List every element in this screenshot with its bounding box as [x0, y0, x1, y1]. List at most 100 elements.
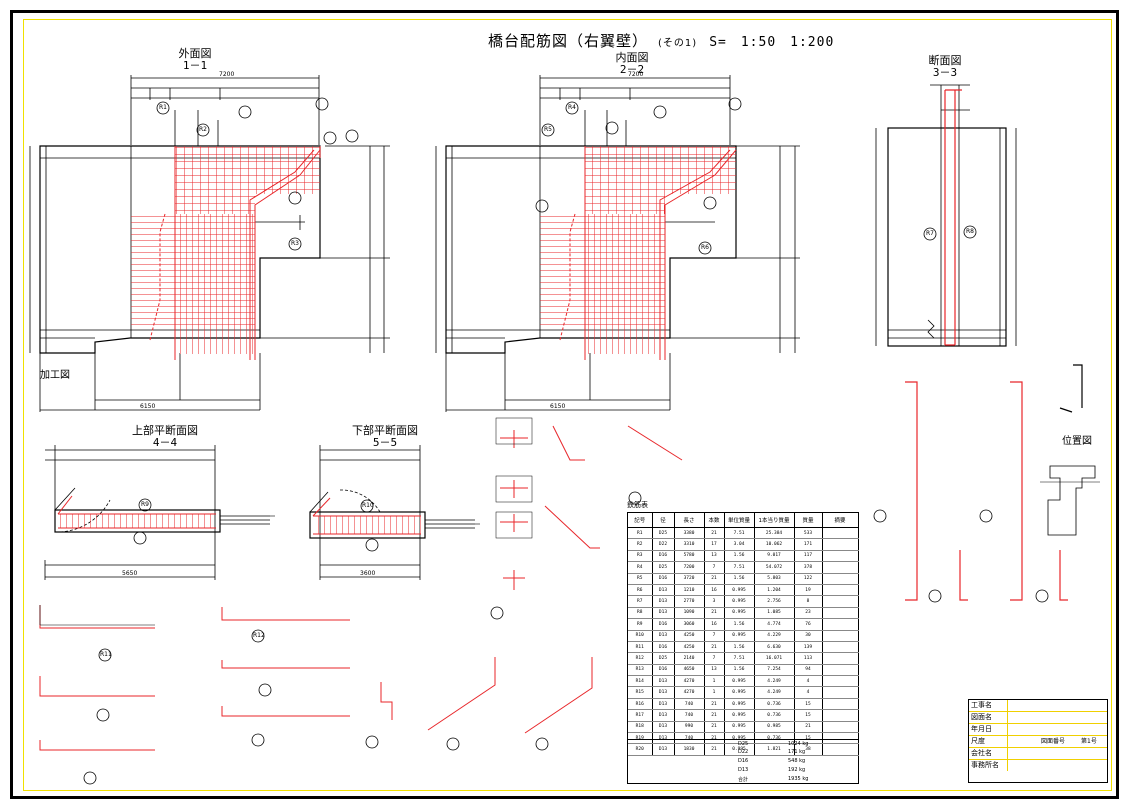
bbs-cell: 5.803 — [754, 573, 795, 585]
bbs-header: 記号 — [628, 513, 653, 528]
bbs-cell: 15 — [794, 732, 823, 745]
tb-key: 工事名 — [971, 701, 992, 709]
bbs-cell: 7200 — [674, 561, 705, 574]
bbs-cell: 0.995 — [724, 721, 755, 734]
outer-bottom-dim: 6150 — [140, 403, 156, 410]
bbs-total-value: 192 kg — [788, 767, 806, 773]
bbs-cell — [822, 664, 859, 677]
bbs-cell: 5780 — [674, 550, 705, 563]
bbs-cell: D16 — [652, 641, 675, 654]
outer-view-name: 外面図 — [178, 47, 212, 60]
bar-shapes — [39, 417, 683, 751]
bbs-cell — [822, 595, 859, 608]
tb-row: 事務所名 — [969, 760, 1107, 772]
bbs-cell: 21 — [704, 641, 725, 654]
bbs-cell: 0.995 — [724, 698, 755, 711]
bbs-cell: 21 — [704, 573, 725, 585]
outer-top-dim: 7200 — [219, 71, 235, 78]
bbs-cell — [822, 675, 859, 688]
mark-r8: R8 — [966, 228, 974, 235]
bbs-cell: 23 — [794, 607, 823, 620]
tb-row: 会社名 — [969, 748, 1107, 760]
title-text: 橋台配筋図（右翼壁） — [488, 32, 649, 50]
bbs-cell: 740 — [674, 709, 705, 722]
bbs-cell: 3060 — [674, 618, 705, 631]
bbs-cell: 15 — [794, 698, 823, 711]
title-subtitle: (その1) — [658, 38, 698, 49]
bbs-cell: 3 — [704, 595, 725, 608]
mark-r3: R3 — [291, 240, 299, 247]
right-shapes — [905, 364, 1100, 601]
bbs-cell: 0.995 — [724, 743, 755, 756]
bbs-cell: R14 — [628, 675, 653, 688]
bbs-cell: 7.51 — [724, 652, 755, 665]
tb-row: 年月日 — [969, 724, 1107, 736]
cross-view — [875, 84, 1017, 347]
bbs-cell: R18 — [628, 721, 653, 734]
drawing-number-label: 図面番号 — [1041, 738, 1066, 745]
bbs-cell: R2 — [628, 538, 653, 551]
bbs-total-value: 171 kg — [788, 749, 806, 755]
bbs-cell: 13 — [704, 664, 725, 677]
mark-r1: R1 — [159, 104, 167, 111]
bbs-cell: D25 — [652, 527, 675, 540]
tb-key: 年月日 — [971, 725, 992, 733]
bbs-cell: 1 — [704, 686, 725, 699]
bbs-cell: R3 — [628, 550, 653, 563]
bbs-cell: D13 — [652, 686, 675, 699]
bbs-cell — [822, 652, 859, 665]
lower-rebar — [312, 497, 421, 535]
bbs-cell: R13 — [628, 664, 653, 677]
bbs-cell: 21 — [704, 721, 725, 734]
bbs-cell: 15 — [794, 709, 823, 722]
bbs-caption: 鉄筋表 — [627, 501, 648, 509]
bbs-cell: R8 — [628, 607, 653, 620]
cross-rebar — [944, 89, 962, 346]
bbs-cell: 990 — [674, 721, 705, 734]
bbs-cell: D25 — [652, 561, 675, 574]
bbs-cell: 0.995 — [724, 675, 755, 688]
bbs-cell: 0.736 — [754, 732, 795, 745]
tb-row: 尺度 図面番号 第1号 — [969, 736, 1107, 748]
bbs-cell: 16 — [704, 584, 725, 597]
bbs-total-label: 合計 — [738, 777, 749, 783]
bbs-cell: 4.229 — [754, 630, 795, 642]
bbs-cell: 4250 — [674, 630, 705, 642]
inner-top-dim: 7200 — [628, 71, 644, 78]
bbs-cell: D13 — [652, 584, 675, 597]
upper-plan-section: 4－4 — [152, 436, 178, 449]
bbs-cell: R19 — [628, 732, 653, 745]
bbs-cell — [822, 550, 859, 563]
mark-r6: R6 — [701, 244, 709, 251]
bbs-cell: 4650 — [674, 664, 705, 677]
location-label: 位置図 — [1062, 436, 1092, 447]
upper-plan-title: 上部平断面図 4－4 — [120, 425, 210, 449]
bbs-cell — [822, 584, 859, 597]
sheet-border — [10, 10, 1119, 799]
bbs-cell: D13 — [652, 630, 675, 642]
lower-plan — [309, 445, 475, 580]
upper-width-dim: 5650 — [122, 570, 138, 577]
bbs-cell: 1 — [704, 675, 725, 688]
bbs-total-value: 1935 kg — [788, 776, 809, 782]
mark-r2: R2 — [199, 126, 207, 133]
bbs-cell: 4270 — [674, 686, 705, 699]
bbs-cell — [822, 743, 859, 756]
bbs-total-label: D16 — [738, 758, 749, 764]
bbs-cell: 76 — [794, 618, 823, 631]
bbs-cell — [822, 618, 859, 631]
inner-rebar — [540, 146, 737, 360]
bbs-cell: 3380 — [674, 527, 705, 540]
outer-view-title: 外面図 1－1 — [165, 48, 225, 72]
bbs-cell: 0.995 — [724, 709, 755, 722]
bbs-cell: D13 — [652, 595, 675, 608]
inner-view-section: 2－2 — [619, 63, 645, 76]
